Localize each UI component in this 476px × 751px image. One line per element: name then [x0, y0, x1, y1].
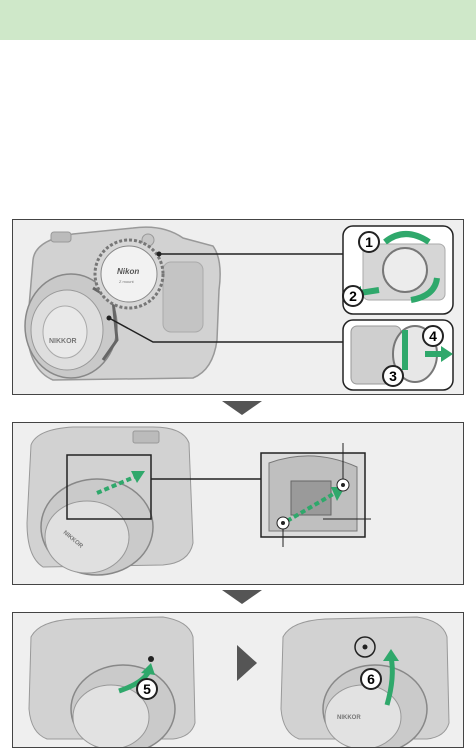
panel-rotate-lens: 5 NIKKOR 6	[12, 612, 464, 748]
rotate-lens-illustration: 5 NIKKOR 6	[13, 613, 464, 748]
body-cap-brand: Nikon	[117, 267, 139, 276]
panel-align-marks: NIKKOR	[12, 422, 464, 585]
step-badge-6: 6	[361, 669, 381, 689]
lens-brand-text-3: NIKKOR	[337, 715, 361, 721]
step-badge-5: 5	[137, 679, 157, 699]
step-badge-1: 1	[359, 232, 379, 252]
header-bar	[0, 0, 476, 40]
align-marks-illustration: NIKKOR	[13, 423, 464, 585]
step-badge-3: 3	[383, 366, 403, 386]
triangle-right-icon	[237, 645, 257, 681]
svg-text:4: 4	[429, 328, 437, 344]
svg-text:3: 3	[389, 368, 397, 384]
body-cap-illustration: Nikon Z mount	[95, 240, 163, 308]
body-cap-text: Z mount	[119, 279, 135, 284]
step-badge-2: 2	[343, 286, 363, 306]
remove-caps-illustration: NIKKOR Nikon Z mount	[13, 220, 464, 395]
panel-remove-caps: NIKKOR Nikon Z mount	[12, 219, 464, 395]
svg-text:1: 1	[365, 234, 373, 250]
lens-brand-text: NIKKOR	[49, 338, 77, 345]
svg-text:6: 6	[367, 671, 375, 687]
step-badge-4: 4	[423, 326, 443, 346]
mount-detail	[261, 453, 365, 537]
down-arrow-1	[222, 401, 262, 415]
svg-text:5: 5	[143, 681, 151, 697]
down-arrow-2	[222, 590, 262, 604]
svg-text:2: 2	[349, 288, 357, 304]
